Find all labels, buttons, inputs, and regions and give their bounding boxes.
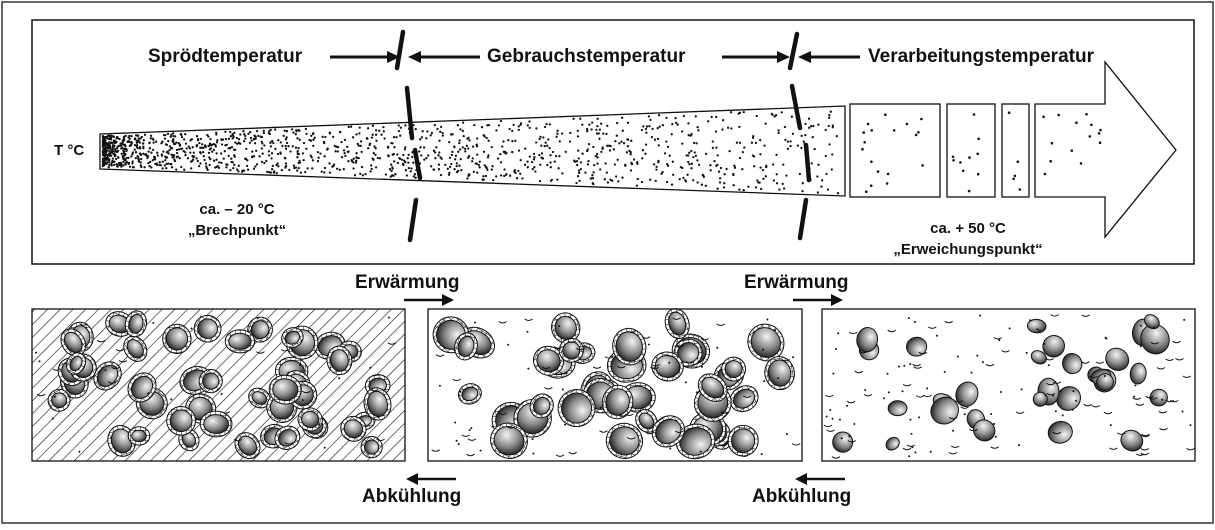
cooling-label-left: Abkühlung <box>362 486 461 508</box>
heating-label-left: Erwärmung <box>355 272 460 294</box>
panel-elastic <box>426 306 802 465</box>
panel-plastic <box>822 309 1195 461</box>
erweichungspunkt-temp: ca. + 50 °C <box>858 220 1078 237</box>
cooling-label-right: Abkühlung <box>752 486 851 508</box>
zone-label-sproedtemperatur: Sprödtemperatur <box>148 46 302 68</box>
heating-label-right: Erwärmung <box>744 272 849 294</box>
expansion-box-1 <box>850 104 940 197</box>
erweichungspunkt-name: „Erweichungspunkt“ <box>858 241 1078 258</box>
zone-label-gebrauchstemperatur: Gebrauchstemperatur <box>487 46 686 68</box>
panel-brittle <box>32 308 405 464</box>
expansion-box-3 <box>1002 104 1029 197</box>
temperature-axis-label: T °C <box>54 142 84 159</box>
expansion-box-2 <box>947 104 995 197</box>
zone-label-verarbeitungstemperatur: Verarbeitungstemperatur <box>868 46 1094 68</box>
brechpunkt-name: „Brechpunkt“ <box>137 222 337 239</box>
brechpunkt-temp: ca. – 20 °C <box>137 201 337 218</box>
